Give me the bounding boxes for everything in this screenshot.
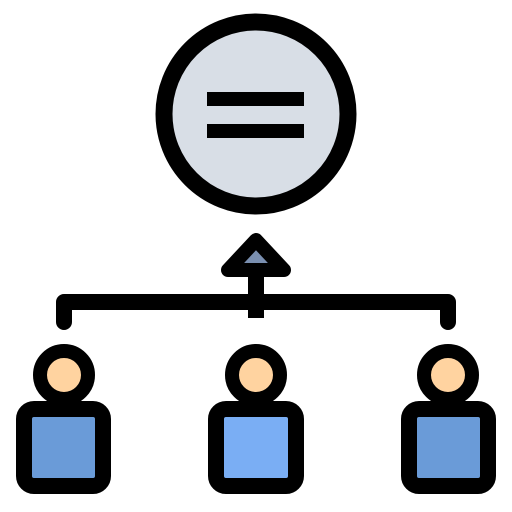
- equality-circle: [155, 13, 357, 215]
- connector-bracket: [56, 294, 456, 330]
- person-left-head: [33, 344, 95, 406]
- person-center-icon: [208, 344, 304, 494]
- equality-circle-shape: [155, 13, 357, 215]
- person-left-body: [16, 401, 111, 494]
- person-left-icon: [16, 344, 111, 494]
- person-right-icon: [401, 344, 496, 494]
- equals-sign-top-bar: [207, 92, 304, 106]
- person-right-body: [401, 401, 496, 494]
- person-right-head: [417, 344, 479, 406]
- person-center-head: [225, 344, 287, 406]
- arrow-head: [221, 233, 291, 277]
- person-center-body: [208, 401, 304, 494]
- equals-sign-bottom-bar: [207, 124, 304, 138]
- connector-line: [56, 294, 456, 330]
